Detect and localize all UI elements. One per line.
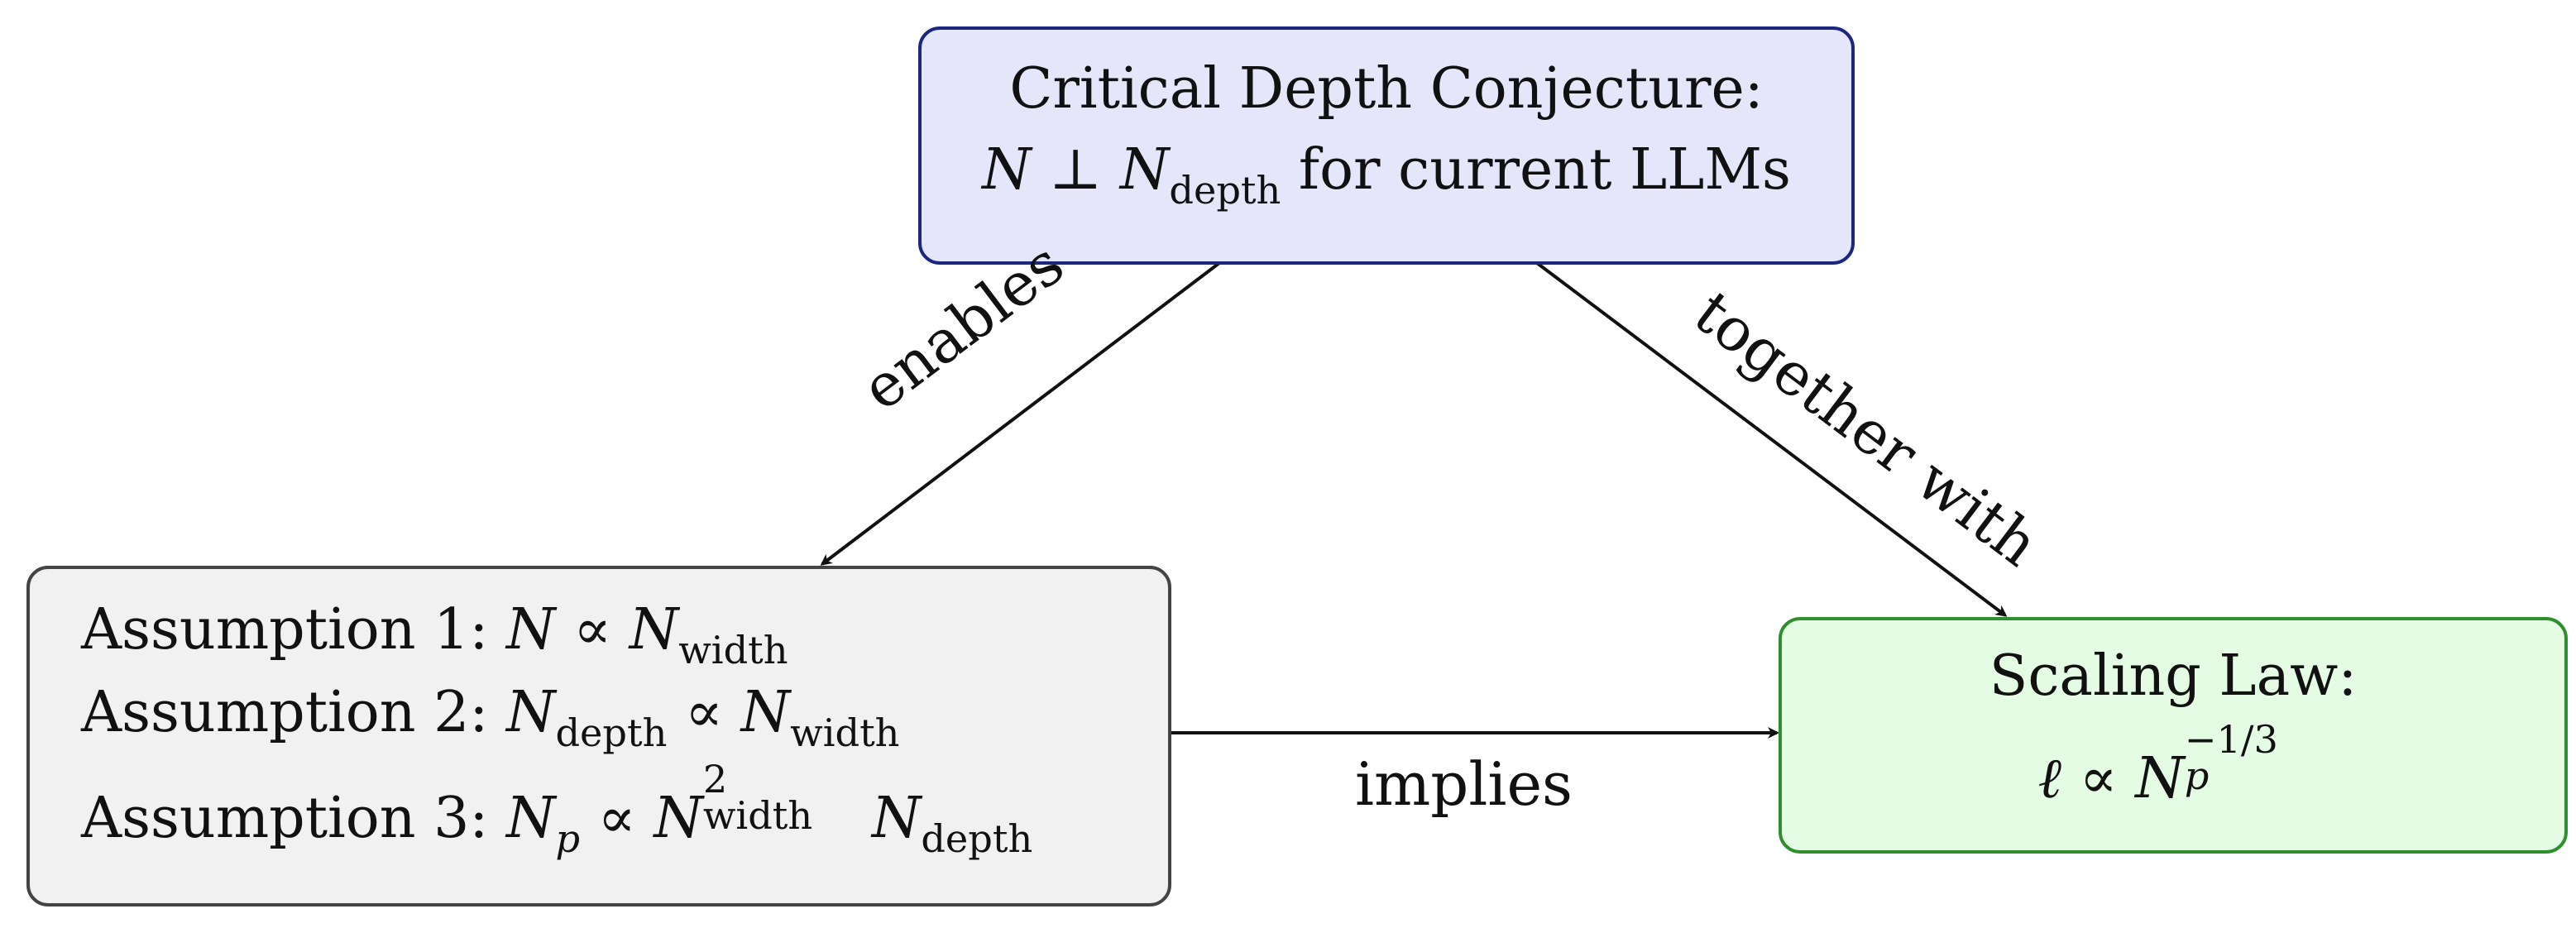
node-top-title: Critical Depth Conjecture:: [1009, 56, 1764, 122]
node-scaling-law: [1779, 617, 2568, 854]
node-assumptions: [26, 566, 1171, 906]
node-critical-depth-conjecture: [918, 26, 1855, 265]
assumption-2: Assumption 2: Ndepth ∝ Nwidth: [81, 680, 900, 755]
arrow-together-with: [1535, 261, 2008, 617]
edge-label-implies: implies: [1355, 749, 1573, 819]
assumption-1: Assumption 1: N ∝ Nwidth: [81, 597, 788, 672]
node-top-formula: N ⊥ Ndepth for current LLMs: [982, 137, 1791, 213]
node-right-title: Scaling Law:: [1989, 643, 2358, 709]
arrow-enables: [820, 261, 1221, 566]
